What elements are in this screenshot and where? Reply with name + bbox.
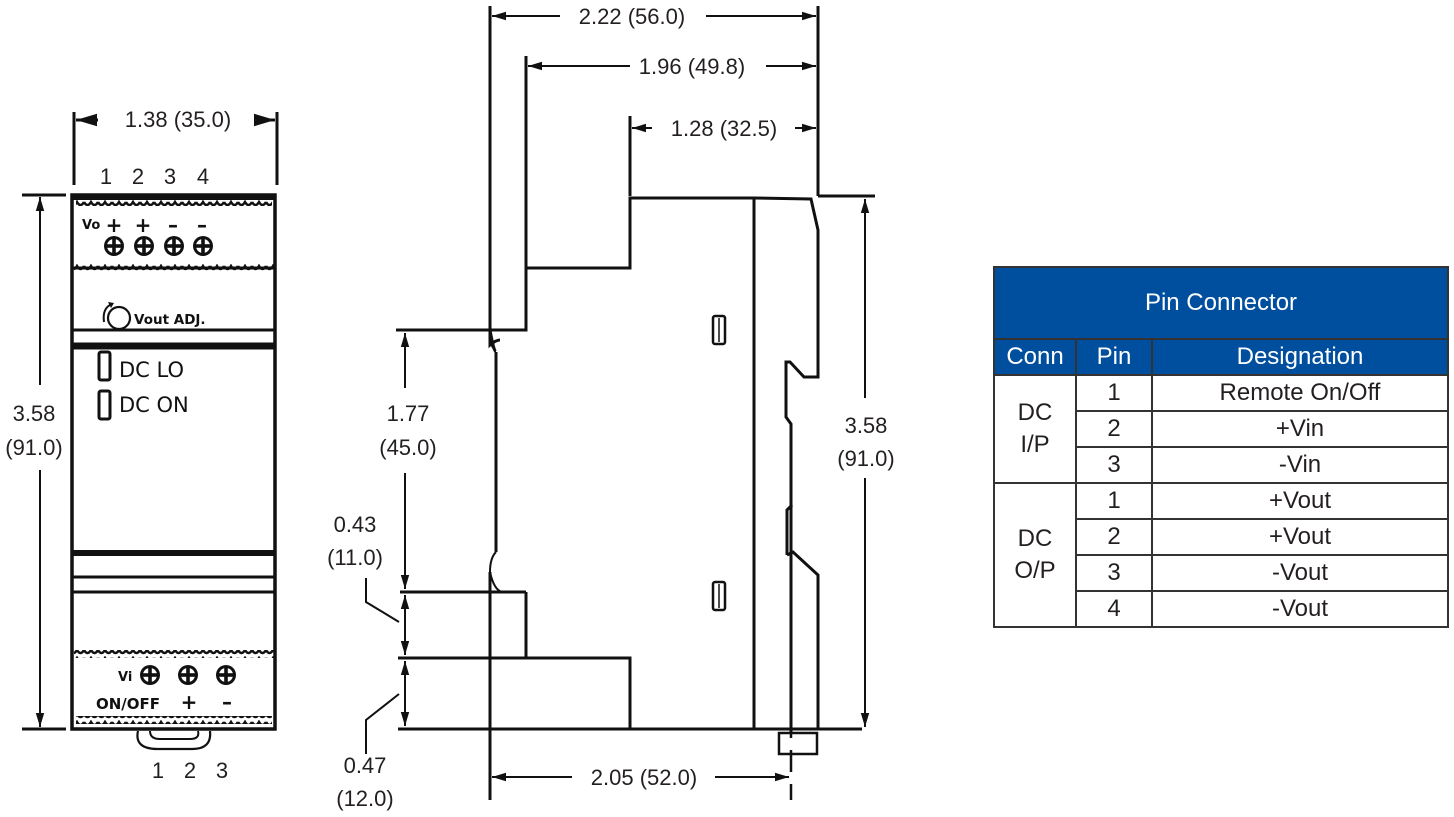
top-pin-number: 2 xyxy=(132,164,144,189)
rail-dim-mm: (45.0) xyxy=(379,435,436,460)
bottom-pin-number: 1 xyxy=(152,758,164,783)
front-height-in: 3.58 xyxy=(13,401,56,426)
dc-on-label: DC ON xyxy=(119,393,189,417)
designation-cell: +Vout xyxy=(1151,518,1449,556)
dc-on-led-icon xyxy=(97,389,112,421)
bottom-depth-label: 2.05 (52.0) xyxy=(591,765,697,790)
step2-dim-mm: (12.0) xyxy=(336,786,393,811)
side-height-in: 3.58 xyxy=(845,413,888,438)
header-designation: Designation xyxy=(1151,338,1449,376)
side-height-mm: (91.0) xyxy=(837,446,894,471)
input-screw-terminal-icon xyxy=(216,665,236,685)
designation-cell: -Vout xyxy=(1151,554,1449,592)
output-label: Vo xyxy=(82,218,100,233)
bottom-pin-number: 2 xyxy=(184,758,196,783)
vout-adjust-potentiometer-icon xyxy=(102,302,132,331)
output-screw-terminal-icon xyxy=(193,236,213,256)
output-polarity: + xyxy=(106,213,123,237)
conn-line: O/P xyxy=(1014,557,1056,584)
output-screw-terminal-icon xyxy=(164,236,184,256)
designation-cell: -Vin xyxy=(1151,446,1449,484)
table-row: 2 +Vout xyxy=(994,518,1449,556)
pin-cell: 3 xyxy=(1075,446,1153,484)
table-row: 3 -Vout xyxy=(994,554,1449,592)
designation-cell: +Vin xyxy=(1151,410,1449,448)
table-row: DC O/P 1 +Vout xyxy=(993,482,1449,628)
table-row: 2 +Vin xyxy=(994,410,1449,448)
vout-adj-label: Vout ADJ. xyxy=(134,312,206,328)
rail-dim-in: 1.77 xyxy=(387,401,430,426)
conn-dc-input: DC I/P xyxy=(993,374,1077,484)
side-view: 2.22 (56.0) 1.96 (49.8) 1.28 (32.5) xyxy=(327,4,895,811)
depth-total-label: 2.22 (56.0) xyxy=(579,4,685,29)
front-width-label: 1.38 (35.0) xyxy=(125,107,231,132)
designation-cell: +Vout xyxy=(1151,482,1449,520)
table-row: 4 -Vout xyxy=(994,590,1449,628)
front-width-dimension: 1.38 (35.0) xyxy=(72,107,279,185)
pin-cell: 2 xyxy=(1075,410,1153,448)
conn-line: DC xyxy=(1017,525,1053,552)
top-pin-number: 4 xyxy=(197,164,209,189)
side-housing-outline xyxy=(490,196,820,733)
step2-dim-in: 0.47 xyxy=(344,753,387,778)
step1-dim-mm: (11.0) xyxy=(327,545,383,570)
output-polarity: + xyxy=(135,213,152,237)
bottom-pin-number: 3 xyxy=(216,758,228,783)
pin-connector-table: Pin Connector Conn Pin Designation DC I/… xyxy=(993,266,1449,628)
output-screw-terminal-icon xyxy=(104,236,124,256)
input-label: Vi xyxy=(118,670,132,685)
input-screw-terminal-icon xyxy=(140,665,160,685)
input-pin-label: – xyxy=(222,690,232,714)
pin-cell: 1 xyxy=(1075,374,1153,412)
pin-cell: 2 xyxy=(1075,518,1153,556)
depth-mid-label: 1.96 (49.8) xyxy=(639,54,745,79)
table-row: 3 -Vin xyxy=(994,446,1449,484)
front-height-dimension: 3.58 (91.0) xyxy=(5,193,66,731)
conn-line: I/P xyxy=(1020,431,1050,458)
input-pin-label: ON/OFF xyxy=(96,695,160,713)
vent-slot-icon xyxy=(711,580,727,612)
table-row: DC I/P 1 Remote On/Off xyxy=(993,374,1449,484)
front-view: 1.38 (35.0) 1 2 3 4 3.58 (91.0) Vo + + –… xyxy=(5,107,279,783)
dc-lo-label: DC LO xyxy=(119,358,184,382)
conn-line: DC xyxy=(1017,399,1053,426)
table-header-row: Conn Pin Designation xyxy=(993,338,1449,376)
front-height-mm: (91.0) xyxy=(5,435,62,460)
output-polarity: – xyxy=(168,213,178,237)
dc-lo-led-icon xyxy=(97,350,112,382)
header-pin: Pin xyxy=(1075,338,1153,376)
output-screw-terminal-icon xyxy=(134,236,154,256)
output-polarity: – xyxy=(197,213,207,237)
header-conn: Conn xyxy=(993,338,1077,376)
vent-slot-icon xyxy=(711,314,727,346)
designation-cell: Remote On/Off xyxy=(1151,374,1449,412)
step1-dim-in: 0.43 xyxy=(334,512,377,537)
input-screw-terminal-icon xyxy=(178,665,198,685)
top-pin-number: 3 xyxy=(164,164,176,189)
designation-cell: -Vout xyxy=(1151,590,1449,628)
table-title: Pin Connector xyxy=(993,266,1449,340)
conn-dc-output: DC O/P xyxy=(993,482,1077,628)
pin-cell: 1 xyxy=(1075,482,1153,520)
front-housing xyxy=(70,193,277,731)
depth-front-label: 1.28 (32.5) xyxy=(671,116,777,141)
pin-cell: 4 xyxy=(1075,590,1153,628)
input-pin-label: + xyxy=(181,690,198,714)
top-pin-number: 1 xyxy=(100,164,112,189)
din-latch-tab xyxy=(136,730,212,751)
pin-cell: 3 xyxy=(1075,554,1153,592)
